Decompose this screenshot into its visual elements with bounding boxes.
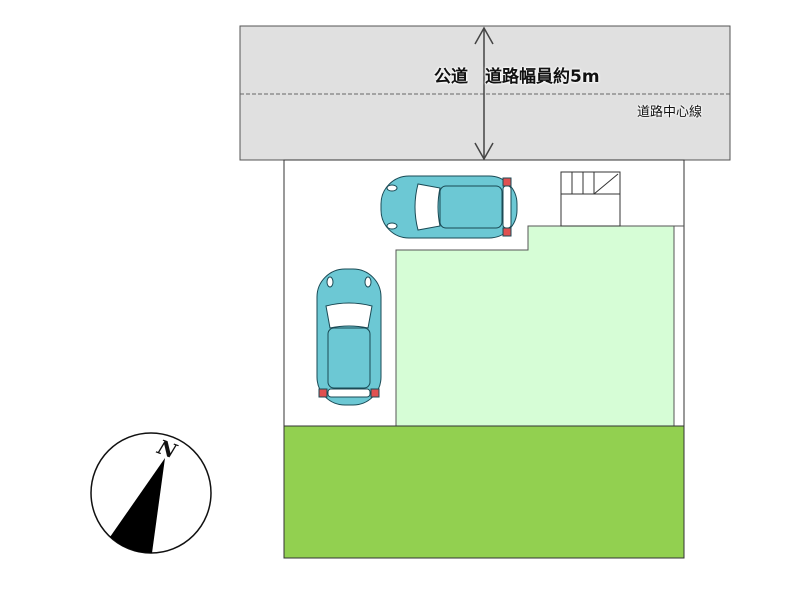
road bbox=[239, 25, 731, 161]
compass bbox=[90, 432, 212, 554]
car-horizontal bbox=[380, 175, 518, 239]
garden-area bbox=[395, 225, 675, 427]
lawn-area bbox=[283, 425, 685, 559]
car-vertical bbox=[316, 268, 382, 406]
road-width-arrow bbox=[474, 26, 494, 161]
compass-needle bbox=[110, 458, 165, 553]
center-line-label: 道路中心線 bbox=[637, 105, 703, 120]
road-width-label: 公道 道路幅員約5m bbox=[434, 67, 600, 87]
staircase bbox=[560, 171, 621, 227]
